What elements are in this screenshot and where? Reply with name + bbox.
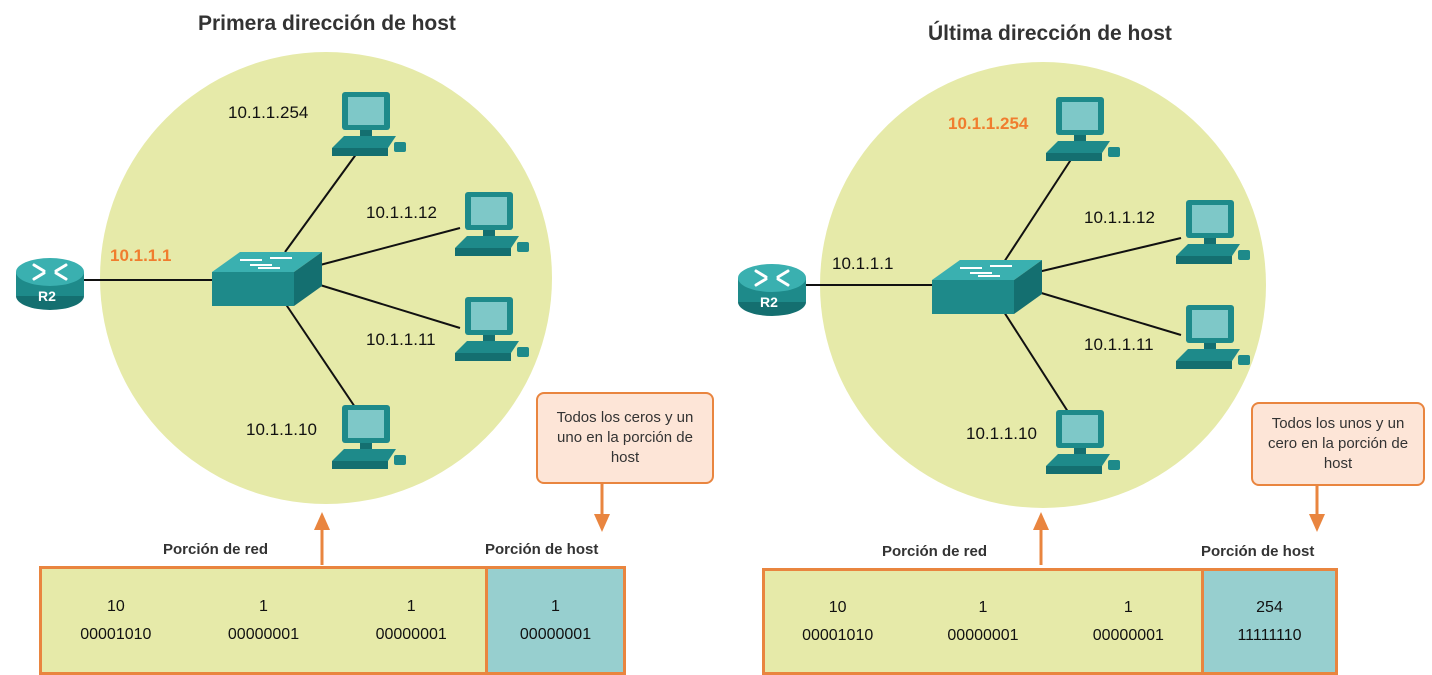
network-portion-label: Porción de red bbox=[882, 543, 988, 560]
octet-decimal: 10 bbox=[106, 597, 125, 615]
router-label: R2 bbox=[38, 288, 56, 304]
octet: 10 00001010 bbox=[42, 569, 190, 672]
octet: 254 11111110 bbox=[1204, 571, 1335, 672]
host-portion-label: Porción de host bbox=[1201, 543, 1315, 560]
address-box: 10 00001010 1 00000001 1 00000001 254 11… bbox=[762, 568, 1338, 675]
connections bbox=[798, 157, 1325, 565]
host-ip: 10.1.1.10 bbox=[246, 420, 317, 439]
router-label: R2 bbox=[760, 294, 778, 310]
callout-box: Todos los unos y un cero en la porción d… bbox=[1251, 402, 1425, 486]
pc-icon bbox=[455, 297, 529, 361]
octet-binary: 11111110 bbox=[1237, 626, 1302, 644]
octet-binary: 00000001 bbox=[375, 625, 447, 643]
pc-icon bbox=[1046, 410, 1120, 474]
octet-binary: 00000001 bbox=[227, 625, 300, 643]
octet: 1 00000001 bbox=[337, 569, 485, 672]
panel-first-host: Primera dirección de host R2 10.1.1.1 bbox=[16, 12, 714, 675]
switch-icon bbox=[212, 252, 322, 306]
network-circle bbox=[100, 52, 552, 504]
octet: 1 00000001 bbox=[1056, 571, 1201, 672]
host-portion-label: Porción de host bbox=[485, 541, 599, 558]
arrow-up-icon bbox=[314, 512, 330, 565]
octet-binary: 00000001 bbox=[947, 626, 1019, 644]
host-ip: 10.1.1.254 bbox=[948, 114, 1029, 133]
arrow-down-icon bbox=[1309, 484, 1325, 532]
octet-decimal: 1 bbox=[406, 597, 416, 615]
panel-last-host: Última dirección de host R2 10.1.1.1 bbox=[716, 0, 1432, 675]
host-portion: 1 00000001 bbox=[485, 569, 623, 672]
host-ip: 10.1.1.254 bbox=[228, 103, 309, 122]
pc-icon bbox=[1176, 200, 1250, 264]
network-portion: 10 00001010 1 00000001 1 00000001 bbox=[765, 571, 1201, 672]
router-icon bbox=[16, 258, 84, 310]
octet: 10 00001010 bbox=[765, 571, 910, 672]
pc-icon bbox=[1176, 305, 1250, 369]
host-ip: 10.1.1.11 bbox=[366, 330, 436, 349]
pc-icon bbox=[1046, 97, 1120, 161]
panel-title: Primera dirección de host bbox=[198, 12, 456, 35]
network-portion-label: Porción de red bbox=[163, 541, 269, 558]
router-ip: 10.1.1.1 bbox=[832, 254, 894, 273]
octet: 1 00000001 bbox=[488, 569, 623, 672]
pc-icon bbox=[332, 405, 406, 469]
octet-decimal: 1 bbox=[259, 597, 268, 615]
host-portion: 254 11111110 bbox=[1201, 571, 1335, 672]
octet-decimal: 10 bbox=[828, 598, 847, 616]
octet-decimal: 1 bbox=[1123, 598, 1133, 616]
host-ip: 10.1.1.10 bbox=[966, 424, 1037, 443]
router-icon bbox=[738, 264, 806, 316]
octet: 1 00000001 bbox=[190, 569, 338, 672]
octet-decimal: 1 bbox=[978, 598, 988, 616]
connections bbox=[75, 152, 610, 565]
arrow-down-icon bbox=[594, 484, 610, 532]
octet-decimal: 1 bbox=[551, 597, 560, 615]
octet-binary: 00000001 bbox=[519, 625, 592, 643]
pc-icon bbox=[455, 192, 529, 256]
address-box: 10 00001010 1 00000001 1 00000001 1 0000… bbox=[39, 566, 626, 675]
callout-box: Todos los ceros y un uno en la porción d… bbox=[536, 392, 714, 484]
host-ip: 10.1.1.11 bbox=[1084, 335, 1154, 354]
pc-icon bbox=[332, 92, 406, 156]
network-portion: 10 00001010 1 00000001 1 00000001 bbox=[42, 569, 485, 672]
octet: 1 00000001 bbox=[910, 571, 1055, 672]
octet-decimal: 254 bbox=[1256, 598, 1283, 616]
switch-icon bbox=[932, 260, 1042, 314]
octet-binary: 00001010 bbox=[80, 625, 152, 643]
octet-binary: 00000001 bbox=[1092, 626, 1164, 644]
panel-title: Última dirección de host bbox=[928, 22, 1172, 45]
router-ip: 10.1.1.1 bbox=[110, 246, 172, 265]
octet-binary: 00001010 bbox=[802, 626, 874, 644]
arrow-up-icon bbox=[1033, 512, 1049, 565]
host-ip: 10.1.1.12 bbox=[1084, 208, 1155, 227]
host-ip: 10.1.1.12 bbox=[366, 203, 437, 222]
